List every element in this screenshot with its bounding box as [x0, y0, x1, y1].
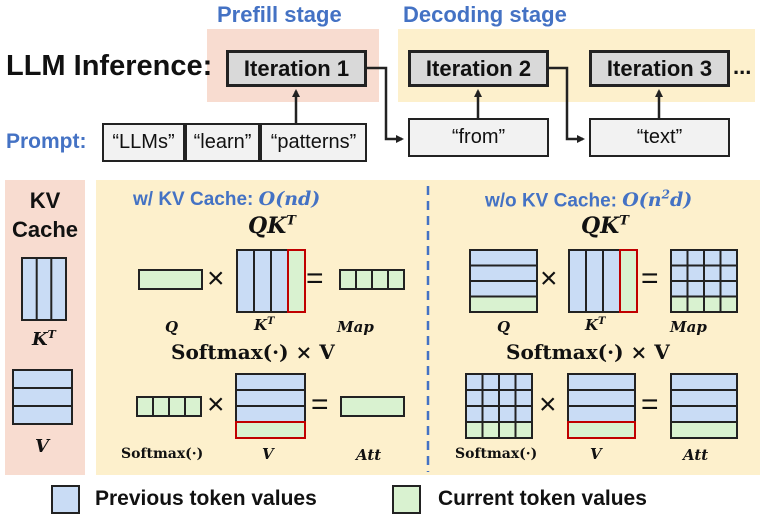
with-cache-qk: QK: [248, 213, 287, 239]
with-cache-times-1: ×: [207, 262, 225, 295]
with-cache-equals-1: =: [306, 262, 324, 295]
iteration-3-box: Iteration 3: [589, 50, 730, 87]
kv-k-transpose-label: KT: [32, 328, 56, 350]
with-cache-title-text: w/ KV Cache:: [133, 189, 259, 210]
with-cache-label-q: Q: [165, 318, 179, 336]
legend-current-swatch: [392, 485, 421, 514]
with-cache-title: w/ KV Cache: O(nd): [133, 188, 320, 211]
without-cache-v-matrix: [567, 373, 636, 439]
with-cache-kt-matrix: [236, 249, 306, 313]
without-cache-label-k: K: [585, 316, 599, 334]
without-cache-att-matrix: [670, 373, 738, 439]
with-cache-q-vector: [138, 269, 203, 290]
kv-cache-panel: [5, 180, 85, 475]
without-cache-label-kt: KT: [585, 316, 606, 334]
without-cache-title-text: w/o KV Cache:: [485, 190, 623, 212]
without-cache-softmax-eq: Softmax(·) × V: [506, 340, 670, 364]
iteration-2-box: Iteration 2: [408, 50, 549, 87]
without-cache-map-matrix: [670, 249, 738, 313]
prompt-token-patterns: “patterns”: [260, 123, 367, 162]
decoding-stage-label: Decoding stage: [403, 2, 567, 27]
with-cache-qkt-sup: T: [286, 213, 296, 229]
with-cache-label-k: K: [254, 316, 268, 334]
without-cache-complexity-base: O(n: [622, 189, 662, 212]
without-cache-label-softmax: Softmax(·): [455, 446, 538, 462]
with-cache-att-vector: [340, 396, 405, 417]
with-cache-label-v: V: [262, 445, 274, 463]
with-cache-equals-2: =: [311, 388, 329, 421]
without-cache-qkt: QKT: [581, 213, 629, 239]
prompt-token-llms: “LLMs”: [102, 123, 185, 162]
with-cache-label-att: Att: [356, 446, 382, 464]
arrow-iteration-2-to-text: [549, 66, 585, 143]
without-cache-complexity-sup: 2: [661, 188, 670, 202]
with-cache-complexity: O(nd): [258, 188, 321, 210]
iteration-1-box: Iteration 1: [226, 50, 367, 87]
without-cache-label-v: V: [590, 445, 602, 463]
prompt-label: Prompt:: [6, 130, 87, 153]
arrow-iteration-1-to-from: [367, 66, 404, 143]
with-cache-label-softmax: Softmax(·): [121, 446, 204, 462]
prefill-stage-label: Prefill stage: [217, 2, 342, 27]
kv-v-label: V: [35, 436, 49, 457]
kv-k-letter: K: [32, 329, 48, 350]
llm-inference-title: LLM Inference:: [6, 50, 213, 82]
without-cache-label-att: Att: [683, 446, 709, 464]
kv-cache-title-line2: Cache: [11, 217, 79, 242]
kv-cache-title-line1: KV: [29, 188, 61, 213]
with-cache-softmax-eq: Softmax(·) × V: [171, 340, 335, 364]
with-cache-softmax-vector: [136, 396, 202, 417]
without-cache-softmax-matrix: [465, 373, 533, 439]
legend-previous-label: Previous token values: [95, 487, 317, 510]
without-cache-times-1: ×: [540, 262, 558, 295]
without-cache-label-map: Map: [670, 318, 707, 336]
with-cache-label-kt-sup: T: [267, 316, 275, 327]
without-cache-label-q: Q: [497, 318, 511, 336]
without-cache-kt-matrix: [568, 249, 638, 313]
kv-cache-k-matrix: [21, 257, 67, 321]
kv-k-sup: T: [47, 328, 56, 341]
without-cache-q-matrix: [469, 249, 538, 313]
prompt-token-learn: “learn”: [185, 123, 260, 162]
without-cache-title: w/o KV Cache: O(n2d): [485, 188, 692, 212]
ellipsis: ...: [733, 54, 752, 79]
without-cache-times-2: ×: [539, 388, 557, 421]
legend-current-label: Current token values: [438, 487, 647, 510]
legend-previous-swatch: [51, 485, 80, 514]
without-cache-qk: QK: [581, 213, 620, 239]
with-cache-map-vector: [339, 269, 405, 290]
with-cache-qkt: QKT: [248, 213, 296, 239]
generated-token-text: “text”: [589, 118, 730, 157]
generated-token-from: “from”: [408, 118, 549, 157]
without-cache-equals-1: =: [641, 262, 659, 295]
with-cache-times-2: ×: [207, 388, 225, 421]
without-cache-equals-2: =: [641, 388, 659, 421]
with-cache-label-map: Map: [337, 318, 374, 336]
with-cache-label-kt: KT: [254, 316, 275, 334]
without-cache-complexity: O(n2d): [622, 188, 693, 212]
without-cache-qkt-sup: T: [619, 213, 629, 229]
without-cache-label-kt-sup: T: [598, 316, 606, 327]
kv-cache-v-matrix: [12, 369, 73, 425]
with-cache-v-matrix: [235, 373, 306, 439]
without-cache-complexity-end: d): [669, 189, 693, 212]
